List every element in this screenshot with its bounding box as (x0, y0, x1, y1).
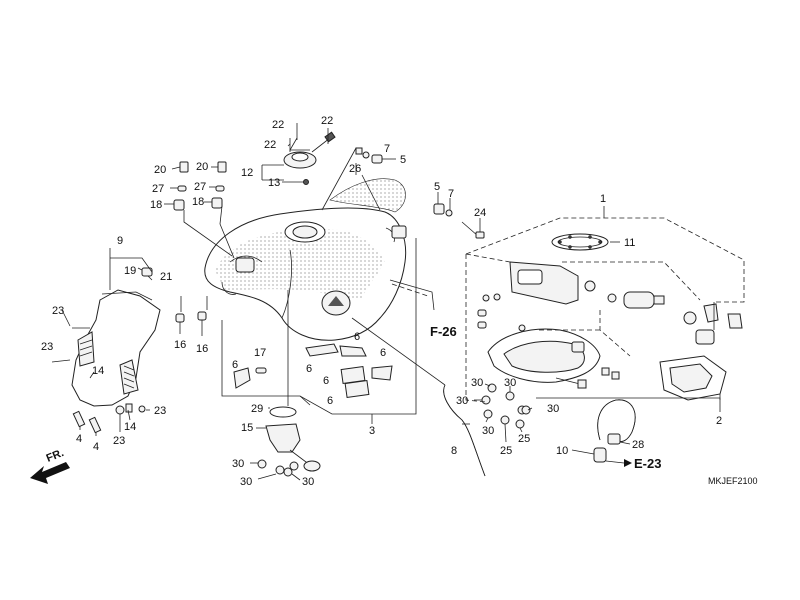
callout-19: 19 (124, 265, 136, 277)
front-direction-label: FR. (45, 447, 66, 465)
callout-6: 6 (323, 375, 329, 387)
callout-20: 20 (196, 161, 208, 173)
callout-5: 5 (434, 181, 440, 193)
diagram-code: MKJEF2100 (708, 476, 758, 486)
callout-1: 1 (600, 193, 606, 205)
callout-30: 30 (482, 425, 494, 437)
callout-30: 30 (302, 476, 314, 488)
callout-6: 6 (380, 347, 386, 359)
callout-8: 8 (451, 445, 457, 457)
callout-6: 6 (232, 359, 238, 371)
callout-22: 22 (272, 119, 284, 131)
callout-30: 30 (232, 458, 244, 470)
callout-4: 4 (93, 441, 99, 453)
callout-23: 23 (154, 405, 166, 417)
callout-21: 21 (160, 271, 172, 283)
callout-23: 23 (41, 341, 53, 353)
leader-lines (30, 143, 745, 484)
callout-27: 27 (152, 183, 164, 195)
pump-fasteners (481, 383, 531, 429)
callout-22: 22 (264, 139, 276, 151)
fuel-feed-hose (593, 399, 636, 463)
tank-mount-hardware (173, 147, 485, 239)
callout-7: 7 (448, 188, 454, 200)
callout-20: 20 (154, 164, 166, 176)
callout-7: 7 (384, 143, 390, 155)
callout-27: 27 (194, 181, 206, 193)
callout-25: 25 (518, 433, 530, 445)
fuel-tank (204, 178, 407, 341)
callout-13: 13 (268, 177, 280, 189)
drain-hose (443, 384, 486, 477)
side-cover (51, 267, 161, 434)
callout-10: 10 (556, 445, 568, 457)
fuel-sender (257, 406, 321, 477)
fuel-cap-assembly (261, 123, 336, 185)
callout-16: 16 (174, 339, 186, 351)
callout-23: 23 (113, 435, 125, 447)
callout-23: 23 (52, 305, 64, 317)
callout-12: 12 (241, 167, 253, 179)
ref-f26: F-26 (430, 324, 457, 339)
ref-e23: E-23 (634, 456, 661, 471)
callout-30: 30 (471, 377, 483, 389)
callout-labels: 1 2 3 4 4 5 5 6 6 6 6 6 6 7 7 8 9 10 11 … (41, 115, 758, 488)
callout-30: 30 (504, 377, 516, 389)
callout-18: 18 (150, 199, 162, 211)
fuel-pump-assembly (477, 233, 743, 401)
callout-6: 6 (354, 331, 360, 343)
callout-18: 18 (192, 196, 204, 208)
callout-24: 24 (474, 207, 486, 219)
callout-28: 28 (632, 439, 644, 451)
callout-4: 4 (76, 433, 82, 445)
callout-14: 14 (92, 365, 104, 377)
callout-26: 26 (349, 163, 361, 175)
callout-2: 2 (716, 415, 722, 427)
callout-6: 6 (306, 363, 312, 375)
callout-30: 30 (240, 476, 252, 488)
callout-25: 25 (500, 445, 512, 457)
callout-14: 14 (124, 421, 136, 433)
decals (233, 343, 393, 399)
callout-11: 11 (624, 237, 635, 249)
callout-29: 29 (251, 403, 263, 415)
callout-16: 16 (196, 343, 208, 355)
callout-22: 22 (321, 115, 333, 127)
callout-17: 17 (254, 347, 266, 359)
callout-30: 30 (547, 403, 559, 415)
callout-30: 30 (456, 395, 468, 407)
callout-15: 15 (241, 422, 253, 434)
callout-3: 3 (369, 425, 375, 437)
callout-9: 9 (117, 235, 123, 247)
callout-5: 5 (400, 154, 406, 166)
callout-6: 6 (327, 395, 333, 407)
